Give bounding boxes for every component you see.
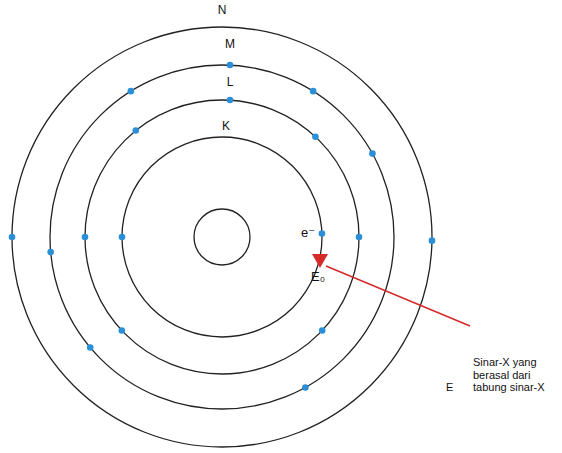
electron-dot [319, 230, 326, 237]
x-ray-note: Sinar-X yang berasal dari tabung sinar-X [473, 356, 557, 394]
shell-label: M [225, 38, 235, 52]
electron-dot [356, 234, 363, 241]
electron-dot [132, 127, 139, 134]
electron-dot [227, 97, 234, 104]
electron-dot [82, 234, 89, 241]
energy-label: E [446, 381, 453, 394]
electron-dot [119, 327, 126, 334]
electrons [9, 62, 436, 391]
shell-label: N [218, 4, 227, 18]
electron-dot [87, 344, 94, 351]
electron-dot [128, 88, 135, 95]
electron-dot [302, 384, 309, 391]
electron-label: e⁻ [301, 226, 315, 241]
nucleus [194, 209, 250, 265]
shell-l [85, 100, 359, 374]
shell-label: L [227, 76, 234, 90]
electron-dot [310, 88, 317, 95]
electron-dot [47, 249, 54, 256]
shell-k [122, 137, 322, 337]
energy-label: E₀ [311, 270, 325, 285]
electron-dot [312, 134, 319, 141]
electron-dot [119, 234, 126, 241]
electron-dot [319, 327, 326, 334]
electron-dot [227, 62, 234, 69]
electron-dot [9, 234, 16, 241]
electron-dot [429, 237, 436, 244]
x-ray-line [326, 266, 470, 326]
shell-m [50, 65, 394, 409]
shell-n [12, 27, 432, 447]
x-ray-arrowhead [312, 254, 328, 268]
electron-dot [369, 150, 376, 157]
shell-label: K [222, 120, 230, 134]
